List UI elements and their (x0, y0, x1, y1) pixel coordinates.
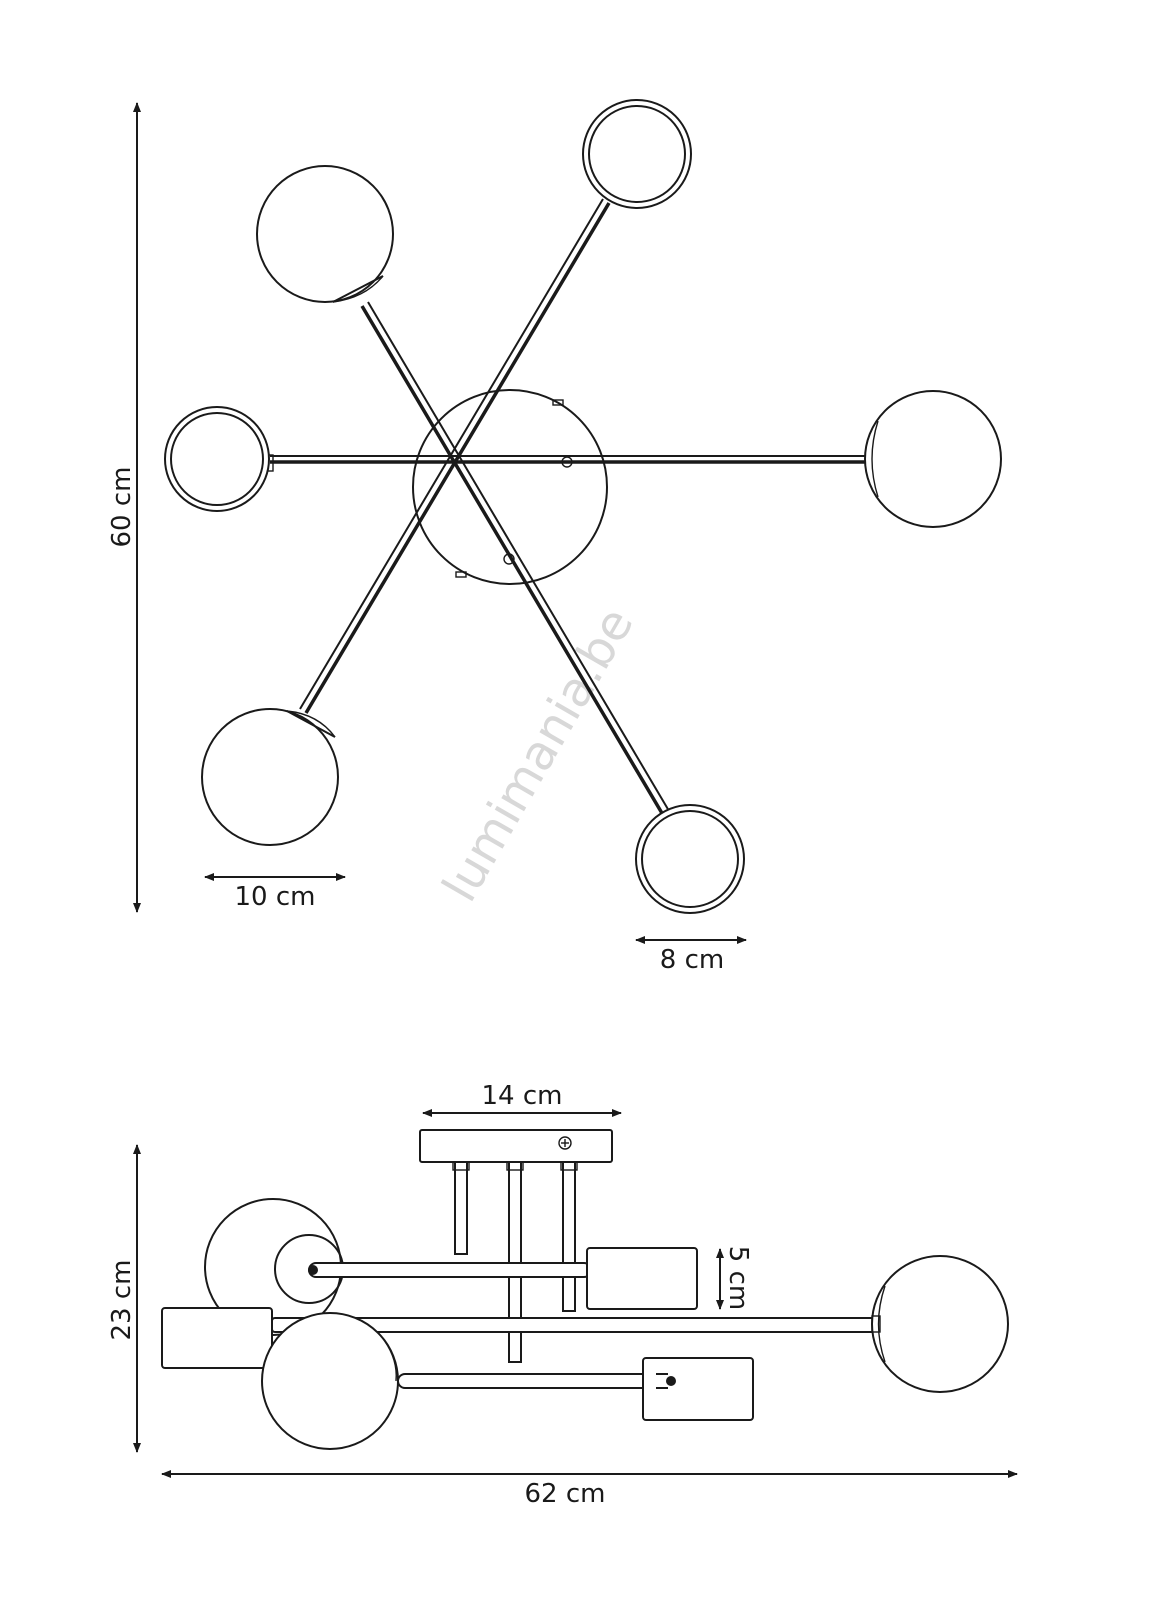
side-arm-upper (308, 1262, 592, 1278)
side-view: 14 cm 5 cm 23 cm 62 cm (107, 1081, 1018, 1509)
dimension-total-width: 62 cm (161, 1470, 1018, 1509)
globe-left (164, 406, 270, 512)
arm-diagonal-falling (360, 305, 668, 821)
globe-top-left (256, 165, 394, 303)
globe-right (864, 390, 1002, 528)
side-globe-front (261, 1312, 399, 1450)
ceiling-plate (419, 1129, 613, 1163)
watermark: lumimania.be (432, 599, 645, 911)
dimension-base-width: 14 cm (422, 1081, 622, 1117)
arm-diagonal-rising (304, 202, 611, 714)
side-bracket-lower (642, 1357, 754, 1421)
dimension-height-side: 23 cm (107, 1144, 141, 1453)
side-arm-lower (397, 1373, 677, 1389)
globe-bottom-right (635, 804, 745, 914)
dimension-base-width-label: 14 cm (482, 1081, 563, 1111)
dimension-height-top: 60 cm (107, 102, 141, 913)
dimension-globe-large-label: 10 cm (235, 882, 316, 912)
side-bracket-left (161, 1307, 273, 1369)
dimension-total-width-label: 62 cm (525, 1479, 606, 1509)
dimension-height-side-label: 23 cm (107, 1260, 137, 1341)
globe-bottom-left (201, 708, 339, 846)
rod-right (562, 1161, 576, 1312)
rod-left (454, 1161, 468, 1255)
top-view: 60 cm 10 cm 8 cm (107, 99, 1002, 975)
dimension-globe-large: 10 cm (204, 873, 346, 912)
side-bracket-upper (586, 1247, 698, 1310)
dimension-height-top-label: 60 cm (107, 467, 137, 548)
globe-top-right (582, 99, 692, 209)
dimension-globe-small: 8 cm (635, 936, 747, 975)
side-globe-right (871, 1255, 1009, 1393)
dimension-globe-small-label: 8 cm (660, 945, 724, 975)
dimension-bracket-height: 5 cm (716, 1246, 753, 1310)
dimension-bracket-height-label: 5 cm (723, 1246, 753, 1310)
